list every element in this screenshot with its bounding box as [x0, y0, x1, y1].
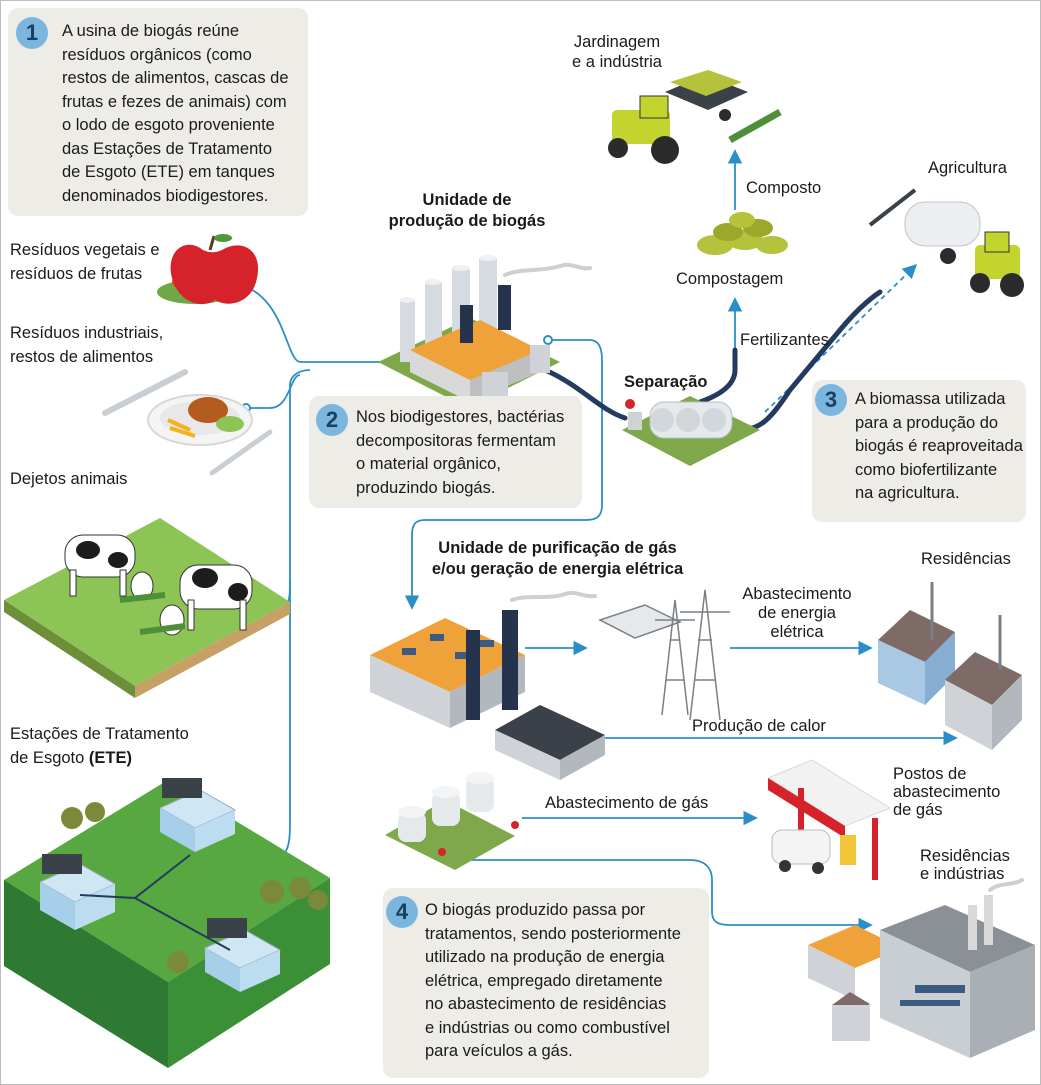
separator-to-fertilizer-line [764, 263, 918, 413]
label-power-supply: Abastecimento de energia elétrica [742, 585, 852, 641]
label-gardening: Jardinagem e a indústria [572, 33, 662, 71]
tree-icons [61, 802, 328, 973]
step-2-text: Nos biodigestores, bactérias decomposito… [356, 408, 565, 497]
step-3-box [812, 380, 1026, 522]
label-compost: Composto [746, 179, 822, 197]
ete-tank-icon [203, 918, 282, 992]
label-gas-stations: Postos de abastecimento de gás [893, 765, 1001, 819]
label-composting: Compostagem [676, 270, 784, 288]
factory-icon [808, 895, 1035, 1058]
cow-icon [139, 564, 253, 636]
biogas-to-purification-line [404, 339, 603, 610]
gas-station-icon [766, 759, 892, 880]
step-2-box [309, 396, 582, 508]
compost-pile-icon [697, 212, 788, 255]
label-agriculture: Agricultura [928, 159, 1007, 177]
step-1-badge: 1 [16, 17, 48, 49]
tractor-icon [608, 70, 782, 164]
animal-farm-area [4, 518, 290, 698]
label-animal-waste: Dejetos animais [10, 470, 128, 488]
label-ete: Estações de Tratamento de Esgoto (ETE) [10, 722, 240, 770]
house-icon [945, 615, 1022, 750]
house-icon [878, 582, 955, 705]
label-fertilizers: Fertilizantes [740, 331, 829, 349]
ete-area [4, 778, 330, 1068]
label-fruit-waste: Resíduos vegetais e resíduos de frutas [10, 241, 160, 283]
turkey-plate-icon [102, 369, 273, 476]
power-plant-icon [370, 610, 605, 780]
dark-pipes [542, 289, 883, 433]
ete-tank-icon [158, 778, 237, 852]
label-industrial-waste: Resíduos industriais, restos de alimento… [10, 324, 164, 366]
label-ete-text: Estações de Tratamento de Esgoto [10, 725, 189, 767]
step-1-text: A usina de biogás reúne resíduos orgânic… [62, 22, 289, 205]
label-biogas-unit: Unidade de produção de biogás [388, 191, 546, 230]
step-3-badge: 3 [815, 384, 847, 416]
label-residences: Residências [921, 550, 1011, 568]
label-heat-production: Produção de calor [692, 717, 826, 735]
cow-icon [64, 534, 166, 603]
step-4-badge: 4 [386, 896, 418, 928]
label-gas-supply: Abastecimento de gás [545, 794, 709, 812]
gas-to-industries-line [445, 859, 873, 933]
step-1-box [8, 8, 308, 216]
step-4-box [383, 888, 709, 1078]
apple-icon [157, 234, 259, 305]
step-4-text: O biogás produzido passa por tratamentos… [425, 901, 681, 1060]
separator-icon [622, 396, 760, 466]
biodigester-icon [378, 255, 560, 408]
gas-tank-icon [385, 772, 519, 870]
step-2-badge: 2 [316, 404, 348, 436]
label-purification-unit: Unidade de purificação de gás e/ou geraç… [431, 539, 684, 578]
tractor-icon [868, 188, 1024, 297]
power-tower-icon [598, 589, 730, 721]
label-separation: Separação [624, 373, 708, 391]
step-3-text: A biomassa utilizada para a produção do … [855, 390, 1023, 502]
label-residences-industries: Residências e indústrias [920, 847, 1010, 883]
smoke-wisps [503, 262, 1024, 892]
label-ete-abbr: (ETE) [88, 749, 132, 767]
